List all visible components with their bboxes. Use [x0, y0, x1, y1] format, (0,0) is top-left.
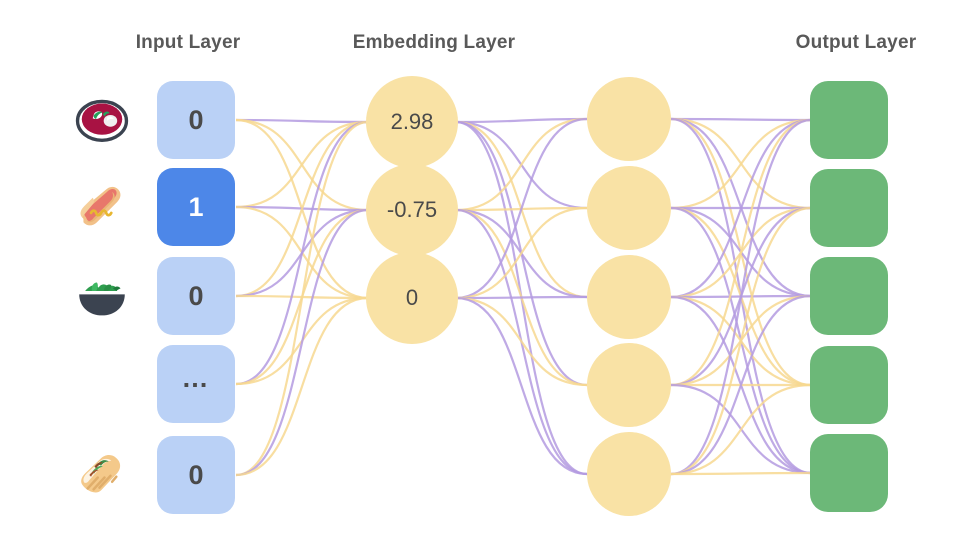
connection-edge: [235, 205, 369, 300]
connection-edge: [455, 120, 588, 299]
salad-bowl-icon: [75, 269, 129, 323]
connection-edge: [235, 118, 369, 124]
input-node-2[interactable]: 0: [157, 257, 235, 335]
connection-edge: [235, 120, 369, 209]
layer-title-input: Input Layer: [135, 32, 241, 53]
layer-title-output: Output Layer: [795, 32, 917, 53]
connection-edge: [670, 118, 812, 299]
connection-edge: [670, 294, 812, 476]
input-node-4[interactable]: 0: [157, 436, 235, 514]
connection-edge: [670, 295, 812, 387]
connection-edge: [670, 294, 812, 299]
connection-edge: [455, 117, 588, 300]
connection-edge: [455, 296, 588, 476]
hidden-node-0[interactable]: [587, 77, 671, 161]
embedding-node-1[interactable]: -0.75: [366, 164, 458, 256]
embedding-node-value: -0.75: [386, 197, 438, 222]
connection-edge: [235, 118, 369, 212]
connection-edge: [235, 208, 369, 386]
connection-edge: [670, 117, 812, 387]
connection-edge: [455, 208, 588, 476]
connection-edge: [235, 120, 369, 386]
connection-edge: [455, 117, 588, 212]
connection-edge: [455, 208, 588, 387]
input-node-value: 1: [188, 191, 204, 222]
hidden-node-4[interactable]: [587, 432, 671, 516]
input-node-value: 0: [188, 459, 204, 490]
connection-edge: [670, 206, 812, 387]
connection-edge: [670, 206, 812, 299]
output-node-1[interactable]: [810, 169, 888, 247]
output-node-4[interactable]: [810, 434, 888, 512]
hidden-node-3[interactable]: [587, 343, 671, 427]
connection-edge: [670, 206, 812, 476]
connection-edge: [670, 383, 812, 476]
connection-edge: [235, 208, 369, 298]
connection-edge: [455, 120, 588, 476]
hot-dog-icon: [75, 180, 129, 234]
connection-edge: [670, 295, 812, 475]
input-node-value: 0: [188, 104, 204, 135]
output-node-3[interactable]: [810, 346, 888, 424]
connection-edge: [235, 118, 369, 300]
output-node-2[interactable]: [810, 257, 888, 335]
connection-edge: [235, 120, 369, 477]
connection-edge: [235, 294, 369, 300]
connection-edge: [670, 383, 812, 475]
connection-edge: [455, 296, 588, 387]
layer-title-embedding: Embedding Layer: [352, 32, 516, 53]
input-node-1[interactable]: 1: [157, 168, 235, 246]
embedding-node-0[interactable]: 2.98: [366, 76, 458, 168]
connection-edge: [235, 120, 369, 298]
connection-edge: [670, 118, 812, 387]
embedding-node-value: 2.98: [390, 109, 434, 134]
connection-edge: [455, 295, 588, 300]
hidden-node-1[interactable]: [587, 166, 671, 250]
embedding-node-value: 0: [405, 285, 419, 310]
connection-edge: [455, 120, 588, 387]
connection-edge: [670, 117, 812, 475]
connection-edge: [670, 118, 812, 476]
steak-bowl-icon: [75, 93, 129, 147]
connection-edge: [670, 117, 812, 210]
connection-edge: [670, 206, 812, 298]
burrito-icon: [75, 448, 129, 502]
connection-edge: [670, 206, 812, 387]
connection-edge: [235, 208, 369, 477]
connection-edge: [455, 208, 588, 299]
output-node-0[interactable]: [810, 81, 888, 159]
embedding-node-2[interactable]: 0: [366, 252, 458, 344]
connection-edge: [670, 471, 812, 476]
connection-edge: [670, 118, 812, 210]
input-node-value: …: [181, 362, 211, 393]
connection-edge: [670, 117, 812, 298]
connection-edge: [455, 206, 588, 300]
connection-edge: [455, 117, 588, 124]
input-node-value: 0: [188, 280, 204, 311]
connection-edge: [235, 296, 369, 386]
connection-edge: [455, 206, 588, 212]
connection-edge: [235, 205, 369, 212]
input-node-ellipsis[interactable]: …: [157, 345, 235, 423]
hidden-node-2[interactable]: [587, 255, 671, 339]
connection-edge: [670, 294, 812, 387]
connection-edge: [455, 120, 588, 210]
connection-edge: [670, 206, 812, 475]
connection-edge: [235, 296, 369, 477]
connection-edge: [670, 117, 812, 122]
input-node-0[interactable]: 0: [157, 81, 235, 159]
